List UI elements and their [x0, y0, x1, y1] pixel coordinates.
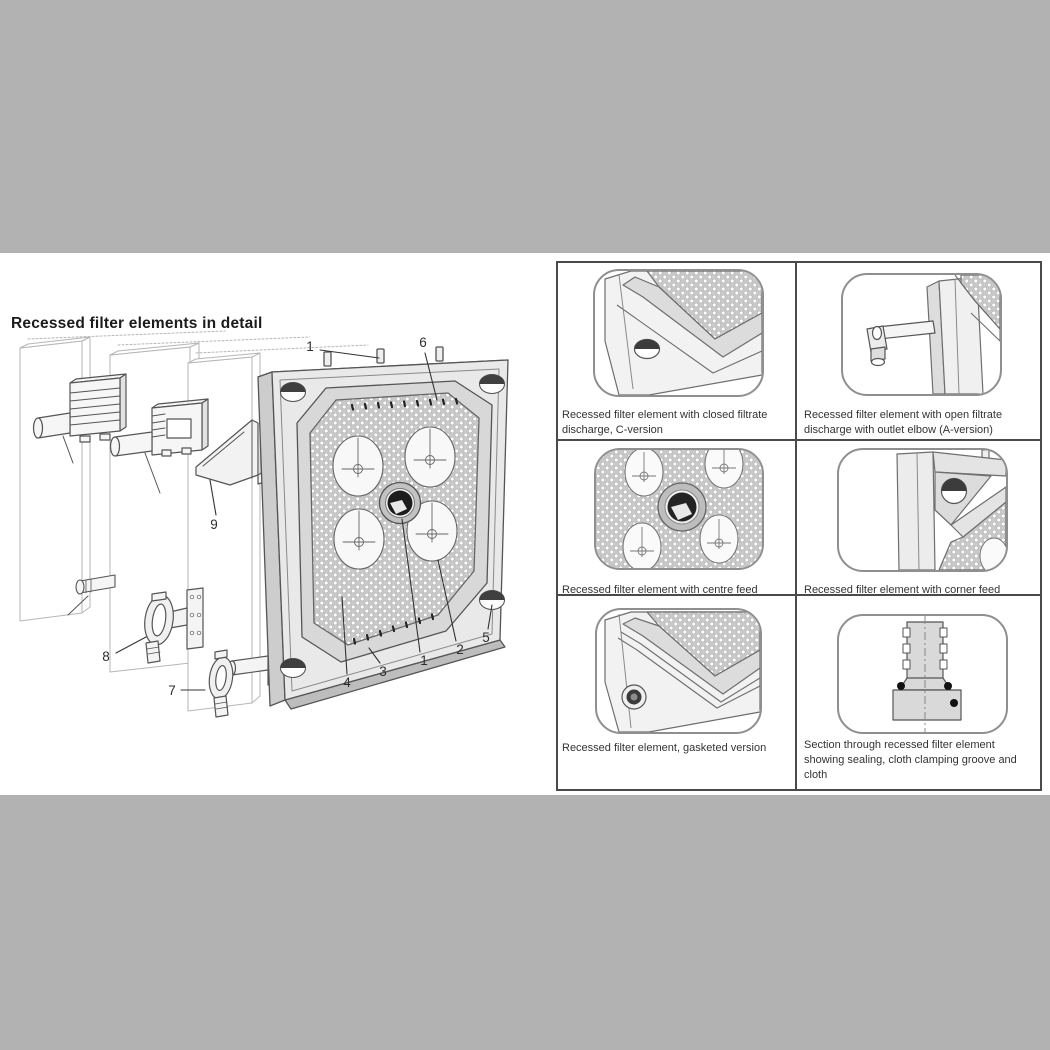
callout-3: 3 — [379, 664, 387, 679]
callout-leaders — [115, 349, 493, 691]
gasket-hole — [621, 684, 647, 710]
detail-panel: Recessed filter element with closed filt… — [556, 261, 1042, 791]
illustration-centre-feed — [594, 448, 764, 570]
nozzle-piece — [67, 574, 116, 616]
callout-8: 8 — [102, 649, 110, 664]
plate-pin — [435, 346, 444, 362]
corner-holes — [279, 373, 506, 679]
callout-4: 4 — [343, 675, 351, 690]
centre-feed-ring — [657, 482, 707, 532]
cell-caption: Recessed filter element with centre feed — [562, 584, 758, 596]
illustration-section — [837, 614, 1008, 734]
detail-cell-centre-feed: Recessed filter element with centre feed — [558, 441, 797, 596]
gasket-groove — [620, 631, 760, 703]
detail-cell-corner-feed: Recessed filter element with corner feed — [797, 441, 1040, 596]
callout-9: 9 — [210, 517, 218, 532]
cell-caption: Section through recessed filter element … — [804, 739, 1017, 781]
callout-5: 5 — [482, 630, 490, 645]
exploded-view-diagram: 1 6 9 8 7 4 3 1 2 5 — [19, 330, 509, 718]
detail-cell-section: Section through recessed filter element … — [797, 596, 1040, 789]
detail-cell-closed-discharge: Recessed filter element with closed filt… — [558, 263, 797, 441]
callout-1-bottom: 1 — [420, 653, 428, 668]
illustration-outlet-elbow — [841, 273, 1002, 396]
plate-pin — [323, 351, 332, 367]
centre-feed-hole — [378, 481, 422, 525]
sealing-dots — [897, 682, 958, 707]
vent-slots — [350, 397, 459, 645]
plate-bosses — [332, 426, 458, 570]
handle-bracket-2 — [109, 398, 209, 494]
illustration-corner-feed — [837, 448, 1008, 572]
callout-2: 2 — [456, 642, 464, 657]
detail-cell-outlet-elbow: Recessed filter element with open filtra… — [797, 263, 1040, 441]
callout-numbers: 1 6 9 8 7 4 3 1 2 5 — [102, 335, 490, 698]
cell-caption: Recessed filter element with closed filt… — [562, 409, 768, 436]
outlet-elbow — [866, 320, 936, 367]
page-title: Recessed filter elements in detail — [11, 315, 263, 332]
gasket-groove — [617, 637, 760, 709]
plate-pin — [376, 348, 385, 364]
callout-6: 6 — [419, 335, 427, 350]
cell-caption: Recessed filter element, gasketed versio… — [562, 742, 767, 754]
cell-caption: Recessed filter element with open filtra… — [804, 409, 1003, 436]
filter-plate — [257, 346, 509, 710]
handle-bracket-1 — [32, 373, 127, 464]
illustration-gasketed — [595, 608, 762, 734]
callout-7: 7 — [168, 683, 176, 698]
swing-bolt-8 — [144, 587, 204, 664]
cloth-clamping-notches — [902, 627, 948, 670]
callout-1-top: 1 — [306, 339, 314, 354]
illustration-closed-discharge — [593, 269, 764, 397]
cell-caption: Recessed filter element with corner feed — [804, 584, 1001, 596]
feed-bosses — [622, 450, 744, 568]
document-sheet: Recessed filter elements in detail — [0, 253, 1050, 795]
detail-cell-gasketed: Recessed filter element, gasketed versio… — [558, 596, 797, 789]
